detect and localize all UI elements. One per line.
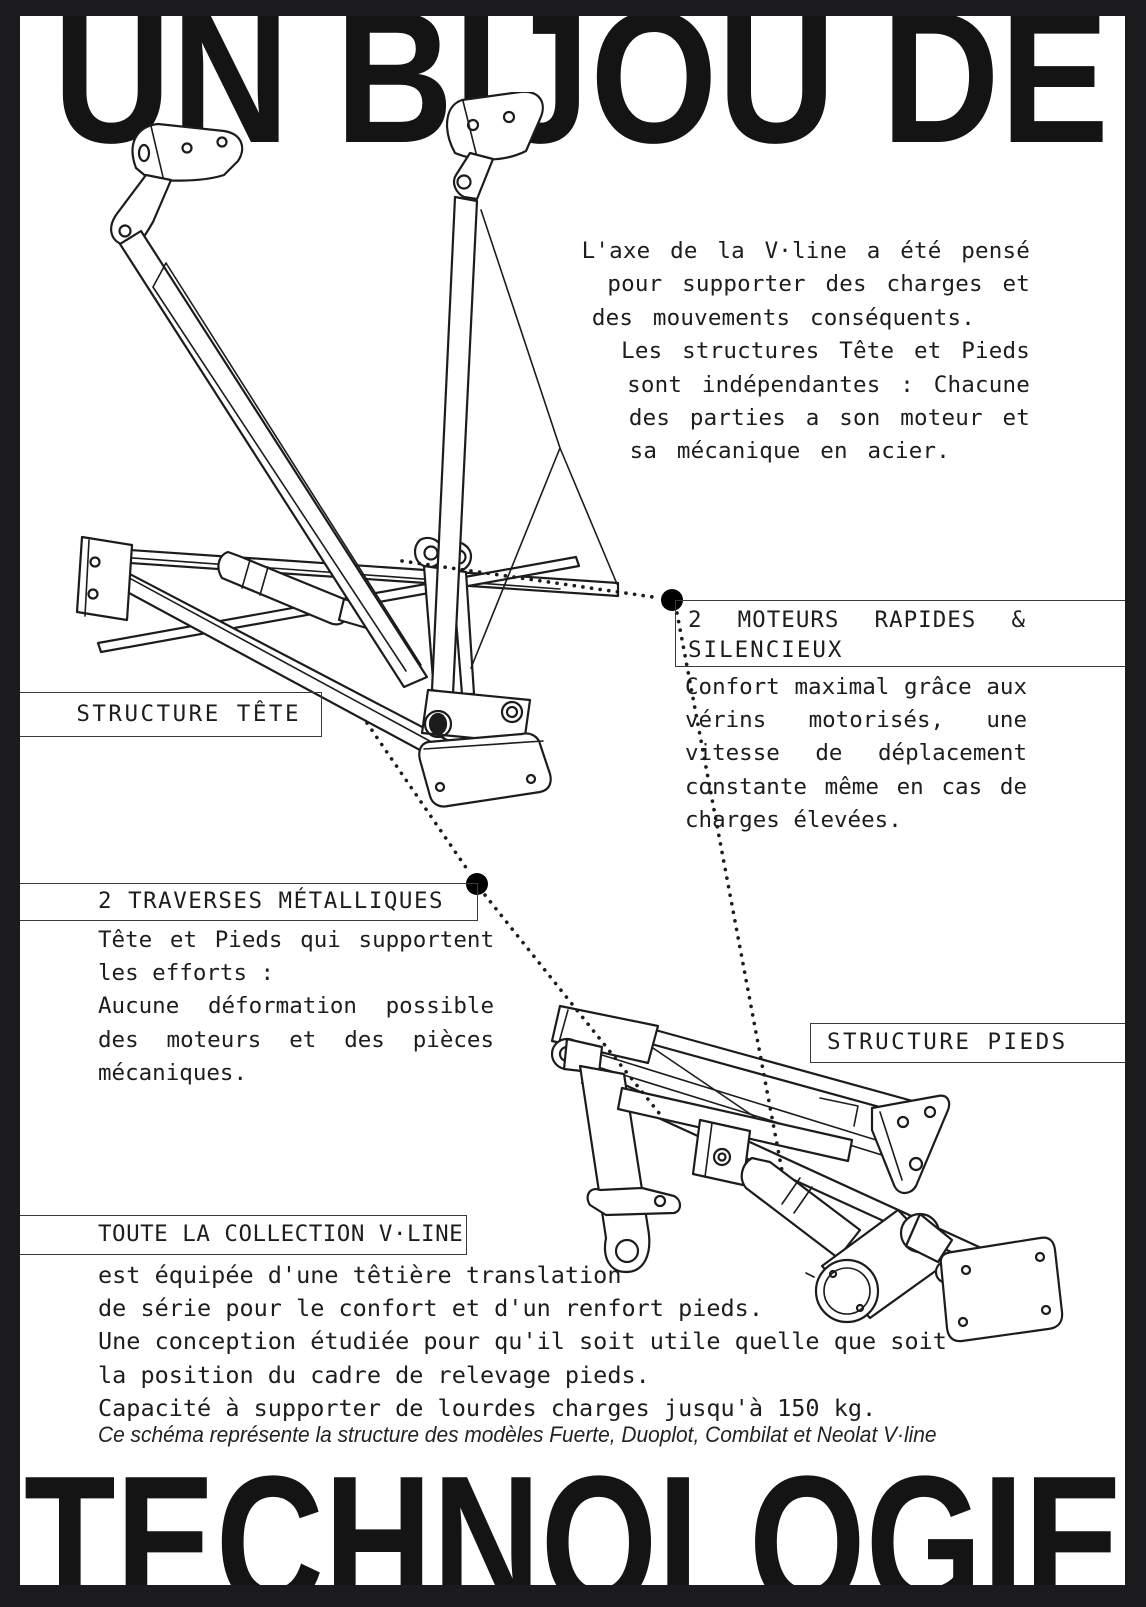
structure-tete-drawing bbox=[75, 92, 620, 808]
callout-traverses-body: Tête et Pieds qui supportent les efforts… bbox=[98, 924, 494, 1090]
collection-line: Capacité à supporter de lourdes charges … bbox=[98, 1393, 877, 1422]
traverses-body-paragraph-1: Tête et Pieds qui supportent les efforts… bbox=[98, 927, 494, 987]
intro-paragraph: L'axe de la V·line a été pensé pour supp… bbox=[530, 235, 1030, 469]
headline-bottom-text: TECHNOLOGIE bbox=[24, 1456, 1124, 1585]
collection-line: la position du cadre de relevage pieds. bbox=[98, 1360, 650, 1389]
intro-line: des mouvements conséquents. bbox=[591, 304, 975, 331]
label-structure-tete: STRUCTURE TÊTE bbox=[20, 692, 322, 737]
callout-motors-body: Confort maximal grâce aux vérins motoris… bbox=[685, 674, 1027, 833]
intro-line: pour supporter des charges et bbox=[607, 271, 1030, 298]
left-arm bbox=[118, 229, 429, 689]
callout-traverses-box: 2 TRAVERSES MÉTALLIQUES bbox=[20, 883, 478, 921]
callout-motors-box: 2 MOTEURS RAPIDES & SILENCIEUX bbox=[675, 600, 1125, 667]
label-structure-pieds: STRUCTURE PIEDS bbox=[810, 1023, 1125, 1063]
collection-line: Une conception étudiée pour qu'il soit u… bbox=[98, 1327, 947, 1356]
right-top-bracket bbox=[445, 92, 544, 161]
right-arm bbox=[430, 195, 479, 696]
traverses-body-paragraph-2: Aucune déformation possible des moteurs … bbox=[98, 993, 494, 1086]
intro-line: sont indépendantes : Chacune bbox=[627, 371, 1030, 398]
document-page: UN BIJOU DE TECHNOLOGIE bbox=[20, 16, 1125, 1585]
callout-collection-body: est équipée d'une têtière translation de… bbox=[98, 1259, 1038, 1425]
collection-line: est équipée d'une têtière translation bbox=[98, 1261, 622, 1289]
feet-mount-plate bbox=[939, 1236, 1064, 1343]
intro-line: des parties a son moteur et bbox=[628, 405, 1030, 432]
headline-top-text: UN BIJOU DE bbox=[53, 16, 1109, 149]
callout-motors-heading-line1: 2 MOTEURS RAPIDES & bbox=[688, 607, 1026, 633]
intro-line: sa mécanique en acier. bbox=[629, 438, 950, 465]
collection-line: de série pour le confort et d'un renfort… bbox=[98, 1294, 763, 1323]
headline-bottom: TECHNOLOGIE bbox=[24, 1456, 1124, 1585]
intro-line: L'axe de la V·line a été pensé bbox=[581, 238, 1030, 264]
callout-motors-heading-line2: SILENCIEUX bbox=[688, 637, 844, 663]
left-mount-plate bbox=[75, 535, 134, 622]
intro-line: Les structures Tête et Pieds bbox=[621, 338, 1030, 365]
models-caption: Ce schéma représente la structure des mo… bbox=[98, 1422, 937, 1447]
structure-pieds-drawing bbox=[550, 1004, 1064, 1343]
headline-top: UN BIJOU DE bbox=[53, 16, 1109, 149]
right-bracket bbox=[870, 1094, 951, 1195]
callout-collection-box: TOUTE LA COLLECTION V·LINE bbox=[20, 1215, 467, 1255]
